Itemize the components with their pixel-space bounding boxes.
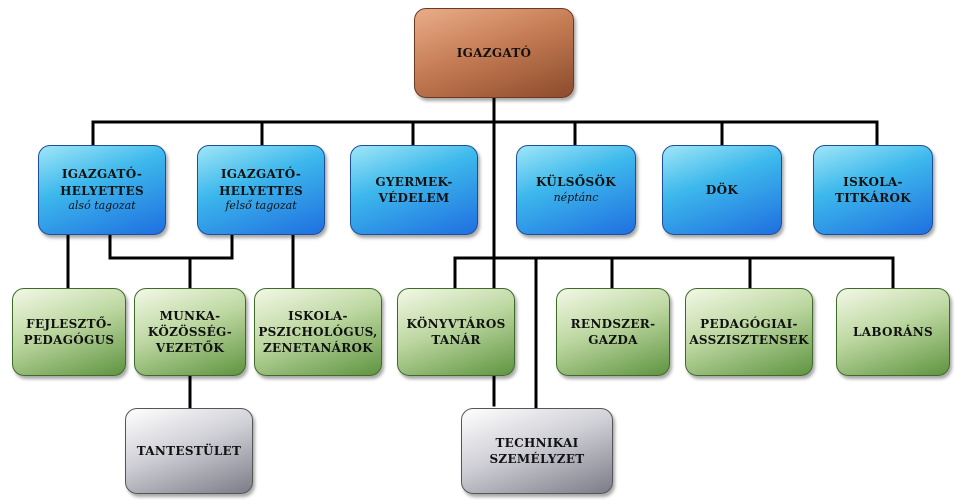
node-label-line: IGAZGATÓ- bbox=[220, 167, 302, 182]
node-technikai-szemelyzet: TECHNIKAI SZEMÉLYZET bbox=[461, 408, 613, 494]
node-label-line: MUNKA- bbox=[159, 308, 221, 323]
node-iskolatitkarok: ISKOLA- TITKÁROK bbox=[813, 145, 933, 235]
node-label-line: TANTESTÜLET bbox=[136, 443, 242, 458]
node-label-line: KÜLSŐSÖK bbox=[536, 175, 616, 190]
node-label-line: PEDAGÓGUS bbox=[23, 333, 115, 347]
node-label-line: PEDAGÓGIAI- bbox=[700, 316, 798, 331]
node-label-line: KÖZÖSSÉG- bbox=[147, 324, 233, 339]
node-tantestulet: TANTESTÜLET bbox=[125, 408, 253, 494]
node-label-line: ISKOLA- bbox=[843, 174, 903, 189]
node-label-line: PSZICHOLÓGUS, bbox=[258, 324, 378, 339]
node-label-line: IGAZGATÓ- bbox=[61, 167, 143, 182]
node-label-line: DÖK bbox=[705, 182, 739, 197]
node-dok: DÖK bbox=[662, 145, 782, 235]
node-munkakozosseg-vezetok: MUNKA-KÖZÖSSÉG- VEZETŐK bbox=[134, 288, 246, 376]
node-label-line: RENDSZER- bbox=[570, 316, 656, 331]
node-label-line: IGAZGATÓ bbox=[456, 45, 532, 60]
node-gyermekvedelem: GYERMEK- VÉDELEM bbox=[350, 145, 478, 235]
node-igazgato: IGAZGATÓ bbox=[414, 8, 574, 98]
node-label-line: GYERMEK- bbox=[375, 174, 453, 189]
node-laborans: LABORÁNS bbox=[836, 288, 950, 376]
node-label-line: VEZETŐK bbox=[155, 341, 225, 356]
node-label-line: TITKÁROK bbox=[835, 191, 911, 205]
node-pedagogiai-asszisztensek: PEDAGÓGIAI- ASSZISZTENSEK bbox=[685, 288, 813, 376]
node-label-line: FEJLESZTŐ- bbox=[26, 316, 112, 331]
node-konyvtaros-tanar: KÖNYVTÁROS TANÁR bbox=[397, 288, 515, 376]
node-subtitle: felső tagozat bbox=[225, 198, 297, 212]
node-subtitle: néptánc bbox=[553, 190, 599, 204]
node-label-line: KÖNYVTÁROS bbox=[406, 316, 506, 331]
node-rendszergazda: RENDSZER- GAZDA bbox=[556, 288, 670, 376]
node-label-line: ASSZISZTENSEK bbox=[689, 333, 809, 347]
node-label-line: TECHNIKAI bbox=[495, 435, 579, 450]
node-label-line: HELYETTES bbox=[219, 183, 303, 198]
node-label-line: HELYETTES bbox=[60, 183, 144, 198]
node-iskolapszichologus: ISKOLA-PSZICHOLÓGUS, ZENETANÁROK bbox=[254, 288, 382, 376]
node-label-line: GAZDA bbox=[588, 333, 638, 347]
node-label-line: VÉDELEM bbox=[378, 191, 450, 205]
node-label-line: ISKOLA- bbox=[288, 308, 348, 323]
node-fejleszto-pedagogus: FEJLESZTŐ- PEDAGÓGUS bbox=[12, 288, 126, 376]
node-subtitle: alsó tagozat bbox=[68, 198, 136, 212]
node-label-line: TANÁR bbox=[431, 333, 481, 347]
node-label-line: ZENETANÁROK bbox=[262, 341, 374, 356]
node-label-line: SZEMÉLYZET bbox=[489, 452, 585, 466]
node-label-line: LABORÁNS bbox=[853, 324, 933, 339]
